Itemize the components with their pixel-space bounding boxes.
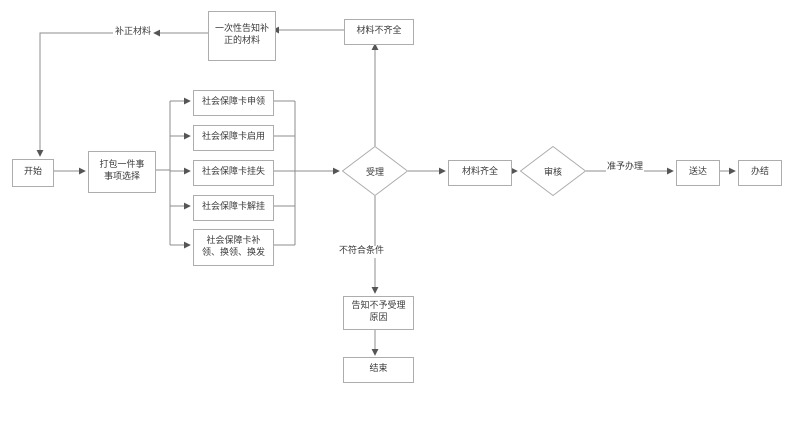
diamond-shape (342, 146, 408, 196)
diamond-shape (520, 146, 586, 196)
edge-label-approved: 准予办理 (606, 162, 645, 174)
node-package-select: 打包一件事 事项选择 (88, 151, 156, 193)
node-accept-label: 受理 (365, 167, 384, 178)
node-card-apply: 社会保障卡申领 (193, 90, 274, 116)
node-accept-decision: 受理 (342, 146, 408, 196)
node-reject-reason-notice: 告知不予受理 原因 (343, 296, 414, 330)
node-card-replace: 社会保障卡补 领、换领、换发 (193, 229, 274, 266)
node-materials-complete: 材料齐全 (448, 160, 512, 186)
node-card-release: 社会保障卡解挂 (193, 195, 274, 221)
node-onetime-correction-notice: 一次性告知补 正的材料 (208, 11, 276, 61)
edge-label-correct-materials: 补正材料 (114, 27, 153, 39)
node-card-activate: 社会保障卡启用 (193, 125, 274, 151)
edge-label-not-qualified: 不符合条件 (338, 246, 386, 258)
node-end: 结束 (343, 357, 414, 383)
node-review-label: 审核 (543, 167, 562, 178)
node-card-report-loss: 社会保障卡挂失 (193, 160, 274, 186)
node-start: 开始 (12, 159, 54, 187)
node-closed: 办结 (738, 160, 782, 186)
node-delivery: 送达 (676, 160, 720, 186)
node-materials-incomplete: 材料不齐全 (344, 19, 414, 45)
node-review-decision: 审核 (520, 146, 586, 196)
